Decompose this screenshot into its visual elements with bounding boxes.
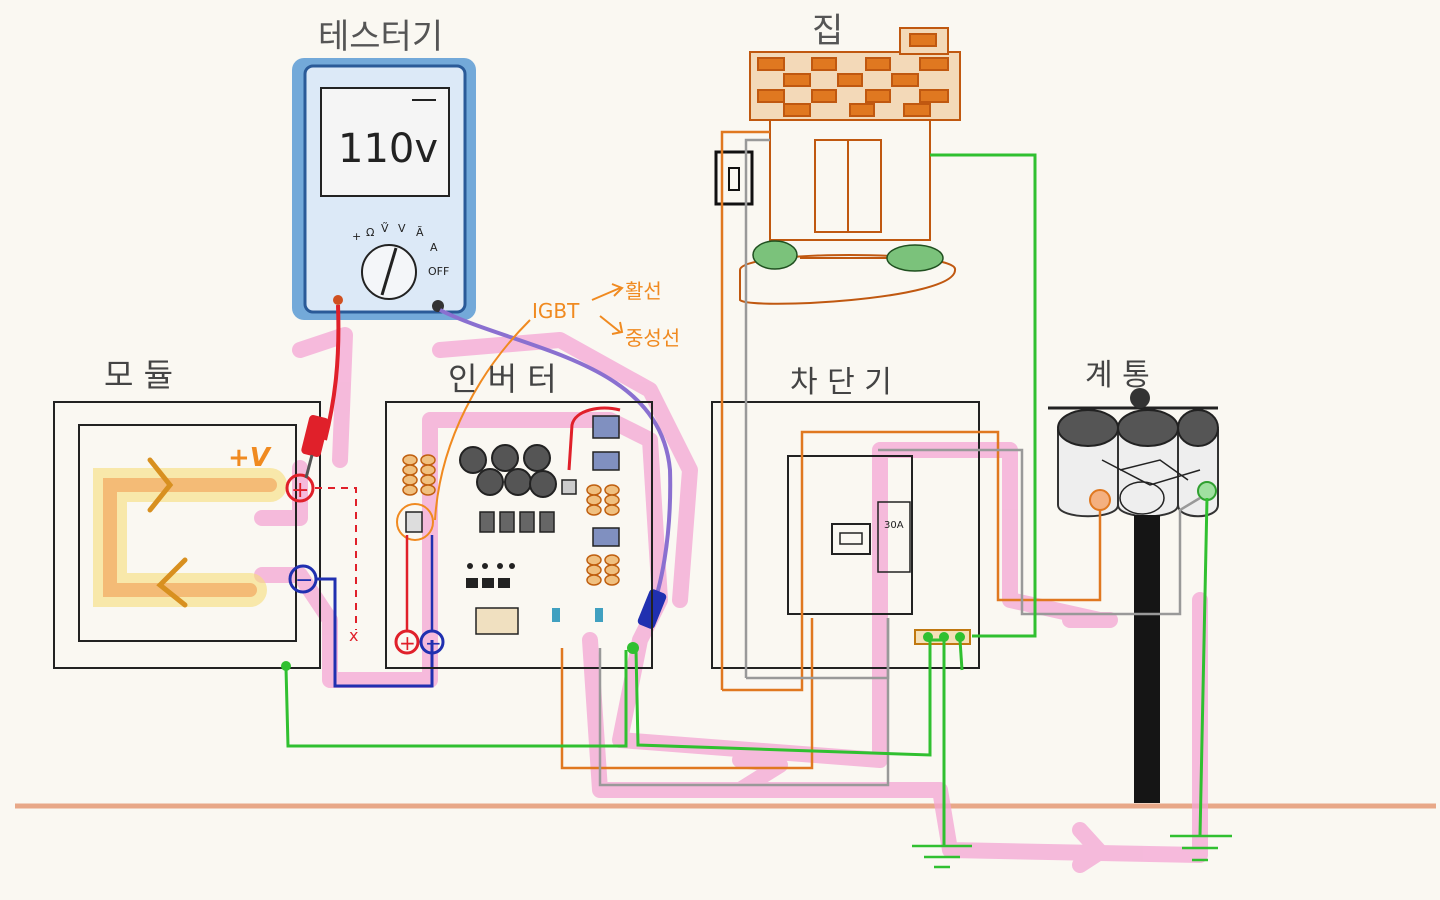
breaker-box (711, 401, 980, 669)
meter-dial-mark: Ã (416, 226, 424, 239)
earth-ground-left-icon (912, 844, 972, 869)
igbt-arrow (434, 319, 531, 521)
dc-minus-wire (316, 577, 434, 688)
meter-dial-marks: + Ω Ṽ V Ã A (352, 222, 438, 254)
inverter-small-parts (466, 563, 515, 588)
green-ground-wires (284, 153, 1209, 846)
live-wire-label: 활선 (625, 279, 662, 303)
grid-transformer-wires (1101, 459, 1201, 515)
meter-red-jack (333, 295, 343, 305)
neutral-wire-label: 중성선 (625, 326, 680, 350)
inverter-minus-terminal (419, 629, 445, 655)
meter-off-mark: OFF (428, 265, 449, 278)
meter-screen (320, 87, 450, 197)
inverter-red-jumper (567, 406, 621, 471)
module-minus-sign: − (295, 568, 313, 593)
module-outer-frame (53, 401, 321, 669)
module-plus-sign: + (291, 478, 309, 503)
inverter-coils-right (586, 484, 620, 586)
igbt-highlight-circle (396, 503, 434, 541)
grid-insulator (1130, 388, 1150, 408)
grid-label: 계 통 (1085, 358, 1150, 393)
grid-pole (1134, 515, 1160, 803)
grid-live-terminal (1089, 489, 1111, 511)
red-probe (301, 415, 329, 457)
breaker-label: 차 단 기 (790, 365, 892, 400)
breaker-switch-inner (839, 532, 863, 545)
meter-dial-mark: + (352, 230, 361, 243)
inverter-plus-terminal (394, 629, 420, 655)
inverter-label: 인 버 터 (448, 360, 557, 398)
grid-neutral-terminal (1197, 481, 1217, 501)
inverter-fuse (561, 479, 577, 495)
house-wall (769, 119, 931, 241)
live-arrow (591, 283, 624, 301)
open-circuit-dashed (315, 487, 357, 630)
inverter-screws (552, 608, 603, 622)
inverter-ic-chip (475, 607, 519, 635)
meter-reading: 110v (338, 126, 438, 172)
module-voltage-label: +V (228, 443, 272, 473)
inverter-minus-sign: − (425, 631, 442, 655)
meter-dial-mark: Ṽ (381, 222, 389, 235)
breaker-switch-handle (831, 523, 871, 555)
house-label: 집 (812, 11, 843, 51)
igbt-label: IGBT (532, 299, 580, 323)
meter-dial-pointer (380, 247, 398, 296)
neutral-arrow (599, 315, 624, 335)
inverter-coils-left (402, 454, 436, 496)
sunlight-glow (93, 457, 287, 608)
red-probe-tip (304, 454, 314, 479)
inverter-relays (592, 415, 620, 547)
breaker-rating-plate (877, 501, 911, 573)
module-panel (78, 424, 297, 642)
module-label: 모 듈 (104, 356, 173, 394)
meter-dial-mark: V (398, 222, 406, 235)
orange-live-wires (560, 130, 1102, 770)
red-probe-lead (323, 304, 341, 441)
igbt-chip (405, 511, 423, 533)
open-circuit-x: x (349, 626, 358, 645)
tester-label: 테스터기 (318, 17, 443, 57)
module-plus-terminal (285, 473, 315, 503)
gray-neutral-wires (598, 138, 1201, 787)
inverter-transistors (479, 511, 555, 533)
house-wall-switch (714, 150, 754, 206)
house-bushes (752, 240, 944, 272)
house-switch-toggle (728, 167, 740, 191)
module-ground-point (281, 661, 291, 671)
meter-dial-mark: A (430, 241, 438, 254)
meter-dial-mark: Ω (366, 226, 374, 239)
breaker-rating-badge: 30A (884, 520, 904, 531)
inverter-capacitors (459, 444, 557, 498)
earth-ground-right-icon (1170, 834, 1232, 862)
breaker-unit (787, 455, 913, 615)
inverter-plus-sign: + (399, 631, 416, 655)
grid-transformer-tops (1057, 409, 1219, 447)
inverter-box (385, 401, 653, 669)
house-roof (749, 27, 961, 121)
